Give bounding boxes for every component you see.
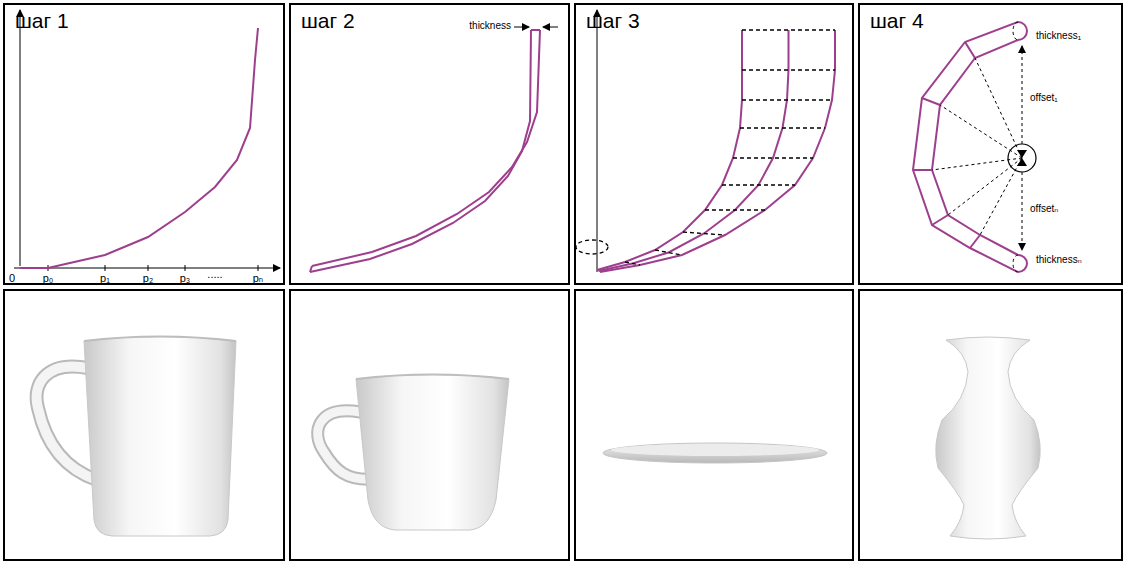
step-title: шаг 3 bbox=[586, 9, 640, 33]
axis-tick: p₃ bbox=[180, 272, 191, 284]
step-title: шаг 2 bbox=[301, 9, 355, 33]
step-panel: шаг 1 bbox=[3, 3, 285, 285]
step-panel: шаг 3 bbox=[574, 3, 854, 285]
step-title: шаг 1 bbox=[15, 9, 69, 33]
axis-tick: pₙ bbox=[253, 272, 264, 284]
step-title: шаг 4 bbox=[870, 9, 924, 33]
dimension-label: thickness bbox=[469, 20, 511, 31]
dimension-label: thicknessₙ bbox=[1036, 254, 1082, 265]
dimension-label: offset₁ bbox=[1030, 92, 1058, 103]
dimension-label: thickness₁ bbox=[1036, 30, 1081, 41]
dimension-label: offsetₙ bbox=[1030, 203, 1058, 214]
axis-tick: p₂ bbox=[143, 272, 153, 284]
step-panel: шаг 4 bbox=[858, 3, 1123, 285]
axis-tick: p₁ bbox=[100, 272, 110, 284]
axis-tick: p₀ bbox=[43, 272, 54, 284]
axis-origin: 0 bbox=[9, 272, 15, 284]
axis-ellipsis: ..... bbox=[207, 268, 222, 280]
step-panel: шаг 2 bbox=[289, 3, 570, 285]
